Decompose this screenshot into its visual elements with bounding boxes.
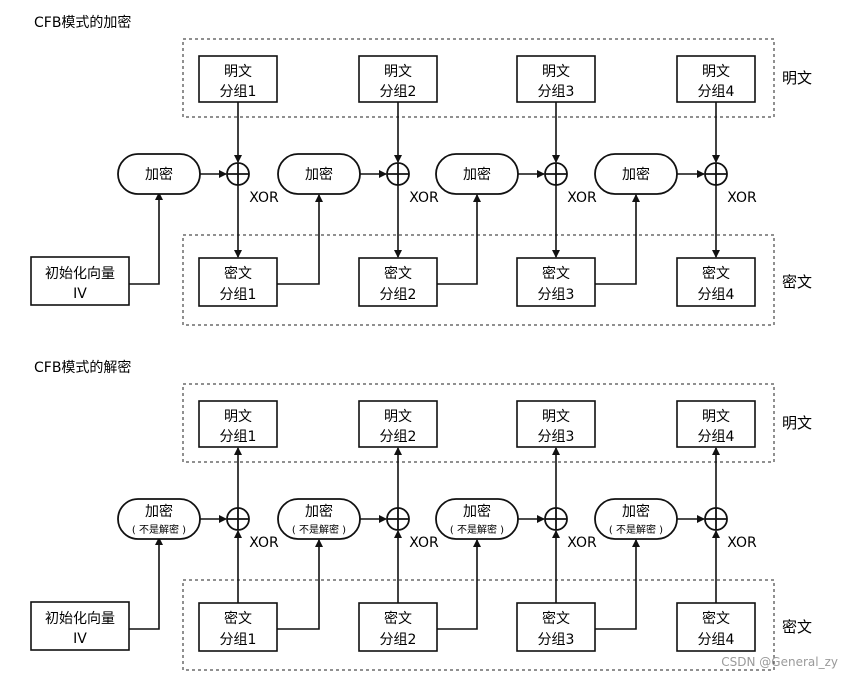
plaintext-label: 明文	[782, 414, 812, 432]
iv-sub-label: IV	[73, 631, 87, 647]
plaintext-block-label: 明文	[224, 409, 252, 425]
plaintext-block-4	[676, 55, 756, 103]
plaintext-block-sub-label: 分组2	[380, 429, 417, 445]
section-title: CFB模式的加密	[34, 14, 131, 31]
plaintext-block-3	[516, 400, 596, 448]
plaintext-block-sub-label: 分组3	[538, 429, 575, 445]
ciphertext-block-4	[676, 257, 756, 307]
plaintext-block-label: 明文	[224, 64, 252, 80]
iv-label: 初始化向量	[45, 265, 115, 282]
ciphertext-block-1	[198, 257, 278, 307]
ciphertext-block-3	[516, 257, 596, 307]
ciphertext-block-label: 密文	[702, 265, 730, 282]
plaintext-block-label: 明文	[542, 409, 570, 425]
plaintext-group-frame	[182, 38, 775, 118]
watermark: CSDN @General_zy	[721, 655, 838, 669]
cipher-oval-label: 加密	[622, 166, 650, 183]
plaintext-block-sub-label: 分组4	[698, 84, 735, 100]
ciphertext-block-sub-label: 分组3	[538, 632, 575, 648]
xor-label: XOR	[409, 535, 439, 551]
plaintext-block-label: 明文	[702, 64, 730, 80]
cipher-oval-label: 加密	[463, 166, 491, 183]
iv-box	[30, 256, 130, 306]
plaintext-block-label: 明文	[542, 64, 570, 80]
ciphertext-label: 密文	[782, 618, 812, 636]
ciphertext-label: 密文	[782, 273, 812, 291]
plaintext-block-sub-label: 分组1	[220, 429, 257, 445]
cipher-oval-note: ( 不是解密 )	[292, 523, 346, 536]
feedback-arrow	[595, 539, 640, 630]
cipher-oval-label: 加密	[622, 503, 650, 520]
cipher-oval-label: 加密	[145, 166, 173, 183]
plaintext-block-sub-label: 分组3	[538, 84, 575, 100]
ciphertext-block-3	[516, 602, 596, 652]
ciphertext-group-frame	[182, 234, 775, 326]
xor-label: XOR	[727, 190, 757, 206]
cipher-oval-note: ( 不是解密 )	[450, 523, 504, 536]
ciphertext-block-label: 密文	[542, 265, 570, 282]
iv-sub-label: IV	[73, 286, 87, 302]
xor-label: XOR	[249, 535, 279, 551]
ciphertext-block-label: 密文	[702, 610, 730, 627]
xor-label: XOR	[567, 535, 597, 551]
section-title: CFB模式的解密	[34, 359, 131, 376]
plaintext-block-sub-label: 分组2	[380, 84, 417, 100]
iv-arrow	[129, 192, 163, 285]
plaintext-block-3	[516, 55, 596, 103]
xor-label: XOR	[727, 535, 757, 551]
cipher-oval-label: 加密	[305, 166, 333, 183]
ciphertext-block-2	[358, 257, 438, 307]
plaintext-block-label: 明文	[702, 409, 730, 425]
cipher-oval-label: 加密	[463, 503, 491, 520]
cipher-oval-note: ( 不是解密 )	[132, 523, 186, 536]
cipher-oval-label: 加密	[145, 503, 173, 520]
ciphertext-block-sub-label: 分组2	[380, 632, 417, 648]
xor-label: XOR	[567, 190, 597, 206]
ciphertext-block-sub-label: 分组1	[220, 632, 257, 648]
iv-arrow	[129, 537, 163, 630]
iv-label: 初始化向量	[45, 610, 115, 627]
xor-label: XOR	[249, 190, 279, 206]
ciphertext-block-label: 密文	[224, 610, 252, 627]
feedback-arrow	[277, 539, 323, 630]
plaintext-block-label: 明文	[384, 409, 412, 425]
plaintext-block-1	[198, 55, 278, 103]
ciphertext-block-sub-label: 分组2	[380, 287, 417, 303]
cipher-oval-label: 加密	[305, 503, 333, 520]
plaintext-block-label: 明文	[384, 64, 412, 80]
feedback-arrow	[437, 539, 481, 630]
plaintext-label: 明文	[782, 69, 812, 87]
feedback-arrow	[277, 194, 323, 285]
xor-label: XOR	[409, 190, 439, 206]
plaintext-group-frame	[182, 383, 775, 463]
ciphertext-group-frame	[182, 579, 775, 671]
plaintext-block-sub-label: 分组4	[698, 429, 735, 445]
plaintext-block-sub-label: 分组1	[220, 84, 257, 100]
ciphertext-block-1	[198, 602, 278, 652]
feedback-arrow	[595, 194, 640, 285]
ciphertext-block-sub-label: 分组4	[698, 632, 735, 648]
ciphertext-block-sub-label: 分组1	[220, 287, 257, 303]
ciphertext-block-label: 密文	[384, 610, 412, 627]
ciphertext-block-sub-label: 分组4	[698, 287, 735, 303]
feedback-arrow	[437, 194, 481, 285]
cipher-oval-note: ( 不是解密 )	[609, 523, 663, 536]
ciphertext-block-label: 密文	[384, 265, 412, 282]
ciphertext-block-label: 密文	[224, 265, 252, 282]
iv-box	[30, 601, 130, 651]
ciphertext-block-label: 密文	[542, 610, 570, 627]
ciphertext-block-sub-label: 分组3	[538, 287, 575, 303]
cfb-encryption-section: CFB模式的加密明文密文初始化向量IV明文分组1密文分组1加密XOR明文分组2密…	[30, 14, 812, 326]
